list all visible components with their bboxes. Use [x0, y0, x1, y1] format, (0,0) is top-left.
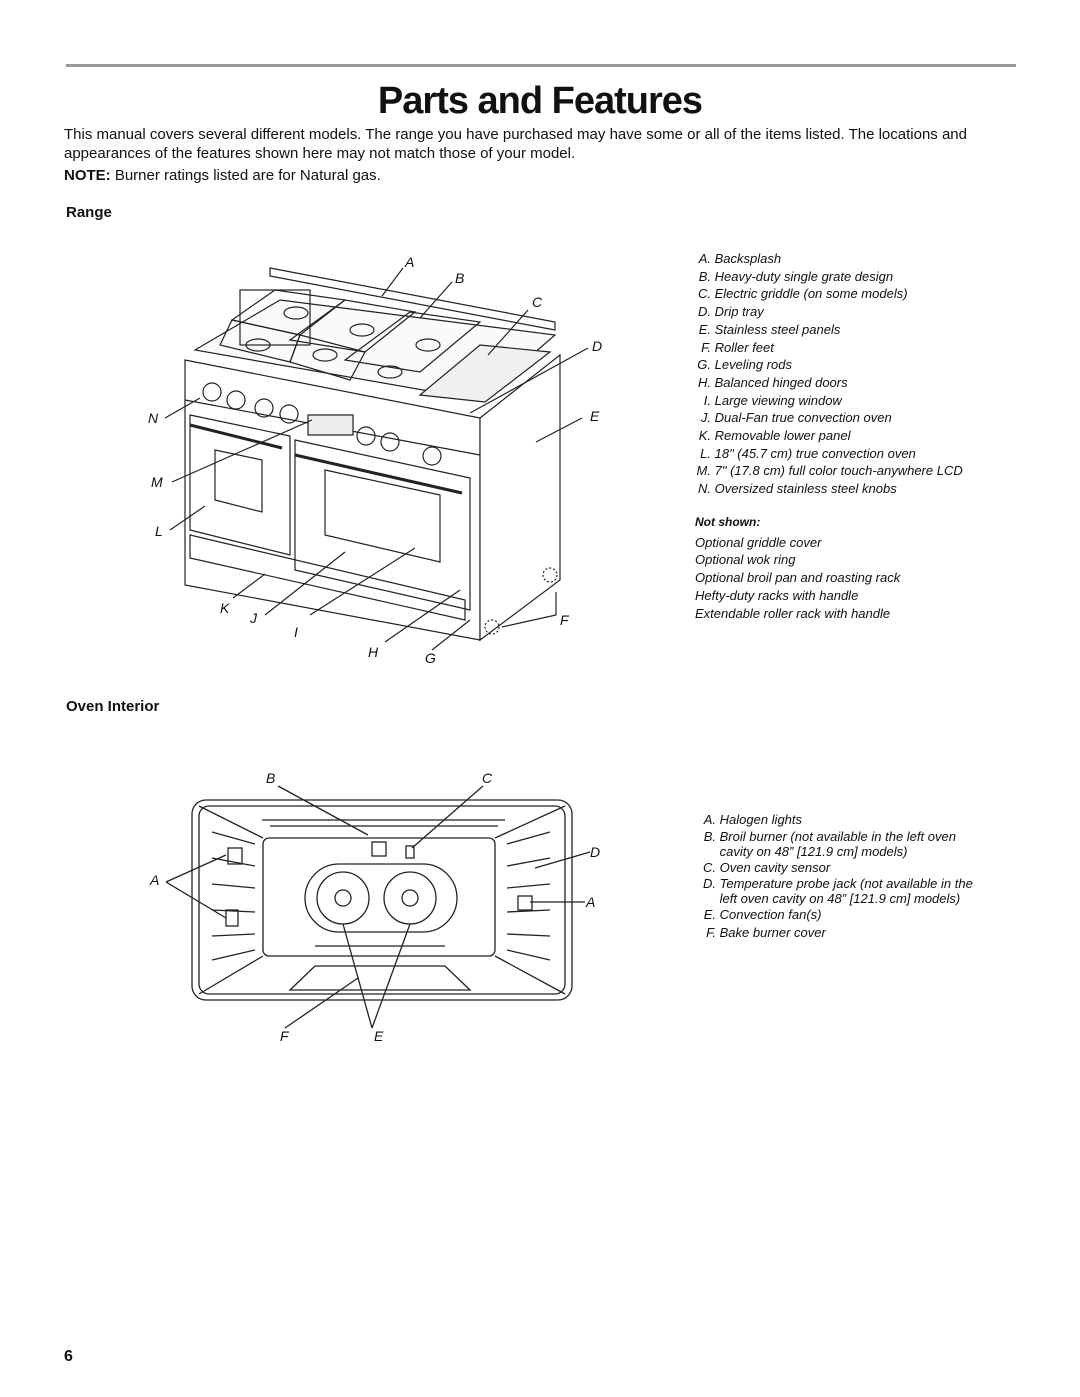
legend-item: H. Balanced hinged doors: [698, 374, 848, 390]
legend-item: A. Backsplash: [698, 251, 782, 266]
range-callout-h: H: [368, 644, 379, 660]
range-callout-d: D: [592, 338, 603, 354]
oven-callout-a-right: A: [586, 894, 596, 910]
legend-item: B. Heavy-duty single grate design: [698, 268, 894, 284]
legend-item: D. Drip tray: [698, 304, 764, 320]
oven-callout-c: C: [482, 770, 493, 786]
list-item: Optional broil pan and roasting rack: [695, 570, 901, 586]
legend-item: C. Electric griddle (on some models): [698, 286, 908, 302]
range-callout-k: K: [220, 600, 230, 616]
page-title: Parts and Features: [377, 80, 703, 122]
range-callout-j: J: [250, 610, 257, 626]
legend-item: F. Roller feet: [701, 339, 774, 355]
legend-item: left oven cavity on 48” [121.9 cm] model…: [719, 891, 961, 907]
range-callout-i: I: [294, 624, 298, 640]
note-label: NOTE:: [64, 167, 111, 184]
list-item: Hefty-duty racks with handle: [695, 587, 859, 603]
legend-item: N. Oversized stainless steel knobs: [698, 481, 897, 497]
header-rule: [66, 64, 1016, 67]
range-callout-m: M: [151, 474, 163, 490]
range-callout-e: E: [590, 408, 600, 424]
legend-item: E. Convection fan(s): [703, 907, 822, 923]
oven-callout-f: F: [280, 1028, 289, 1044]
legend-item: J. Dual-Fan true convection oven: [700, 410, 892, 426]
range-callout-l: L: [155, 523, 163, 539]
legend-item: cavity on 48” [121.9 cm] models): [719, 843, 908, 859]
oven-callout-b: B: [266, 770, 276, 786]
legend-item: B. Broil burner (not available in the le…: [703, 828, 956, 844]
page-number: 6: [64, 1348, 73, 1365]
range-callout-f: F: [560, 612, 569, 628]
list-item: Optional wok ring: [695, 552, 796, 568]
legend-item: E. Stainless steel panels: [698, 321, 841, 337]
legend-item: A. Halogen lights: [703, 812, 803, 827]
range-callout-n: N: [148, 410, 159, 426]
oven-callout-d: D: [590, 844, 601, 860]
range-callout-c: C: [532, 294, 543, 310]
legend-item: G. Leveling rods: [697, 357, 792, 373]
list-item: Extendable roller rack with handle: [695, 605, 891, 621]
list-item: Optional griddle cover: [695, 534, 822, 550]
oven-interior-heading: Oven Interior: [66, 698, 160, 715]
intro-paragraph: This manual covers several different mod…: [64, 126, 967, 162]
oven-callout-e: E: [374, 1028, 384, 1044]
legend-item: C. Oven cavity sensor: [703, 859, 831, 875]
legend-item: D. Temperature probe jack (not available…: [703, 876, 973, 892]
oven-callout-a-left: A: [150, 872, 160, 888]
legend-item: I. Large viewing window: [703, 392, 842, 408]
note-line: NOTE: Burner ratings listed are for Natu…: [64, 167, 381, 184]
legend-item: M. 7" (17.8 cm) full color touch-anywher…: [696, 463, 963, 479]
legend-item: K. Removable lower panel: [698, 428, 851, 444]
note-text: Burner ratings listed are for Natural ga…: [110, 167, 381, 184]
not-shown-list: Not shown: Optional griddle cover Option…: [695, 514, 900, 622]
legend-item: L. 18" (45.7 cm) true convection oven: [700, 445, 916, 461]
range-callout-g: G: [425, 650, 436, 666]
range-callout-b: B: [455, 270, 465, 286]
oven-interior-legend: A. Halogen lights B. Broil burner (not a…: [700, 811, 973, 942]
range-heading: Range: [66, 204, 112, 221]
range-callout-a: A: [405, 254, 415, 270]
legend-item: F. Bake burner cover: [706, 925, 826, 941]
range-legend: A. Backsplash B. Heavy-duty single grate…: [695, 250, 963, 498]
not-shown-heading: Not shown:: [695, 515, 761, 529]
